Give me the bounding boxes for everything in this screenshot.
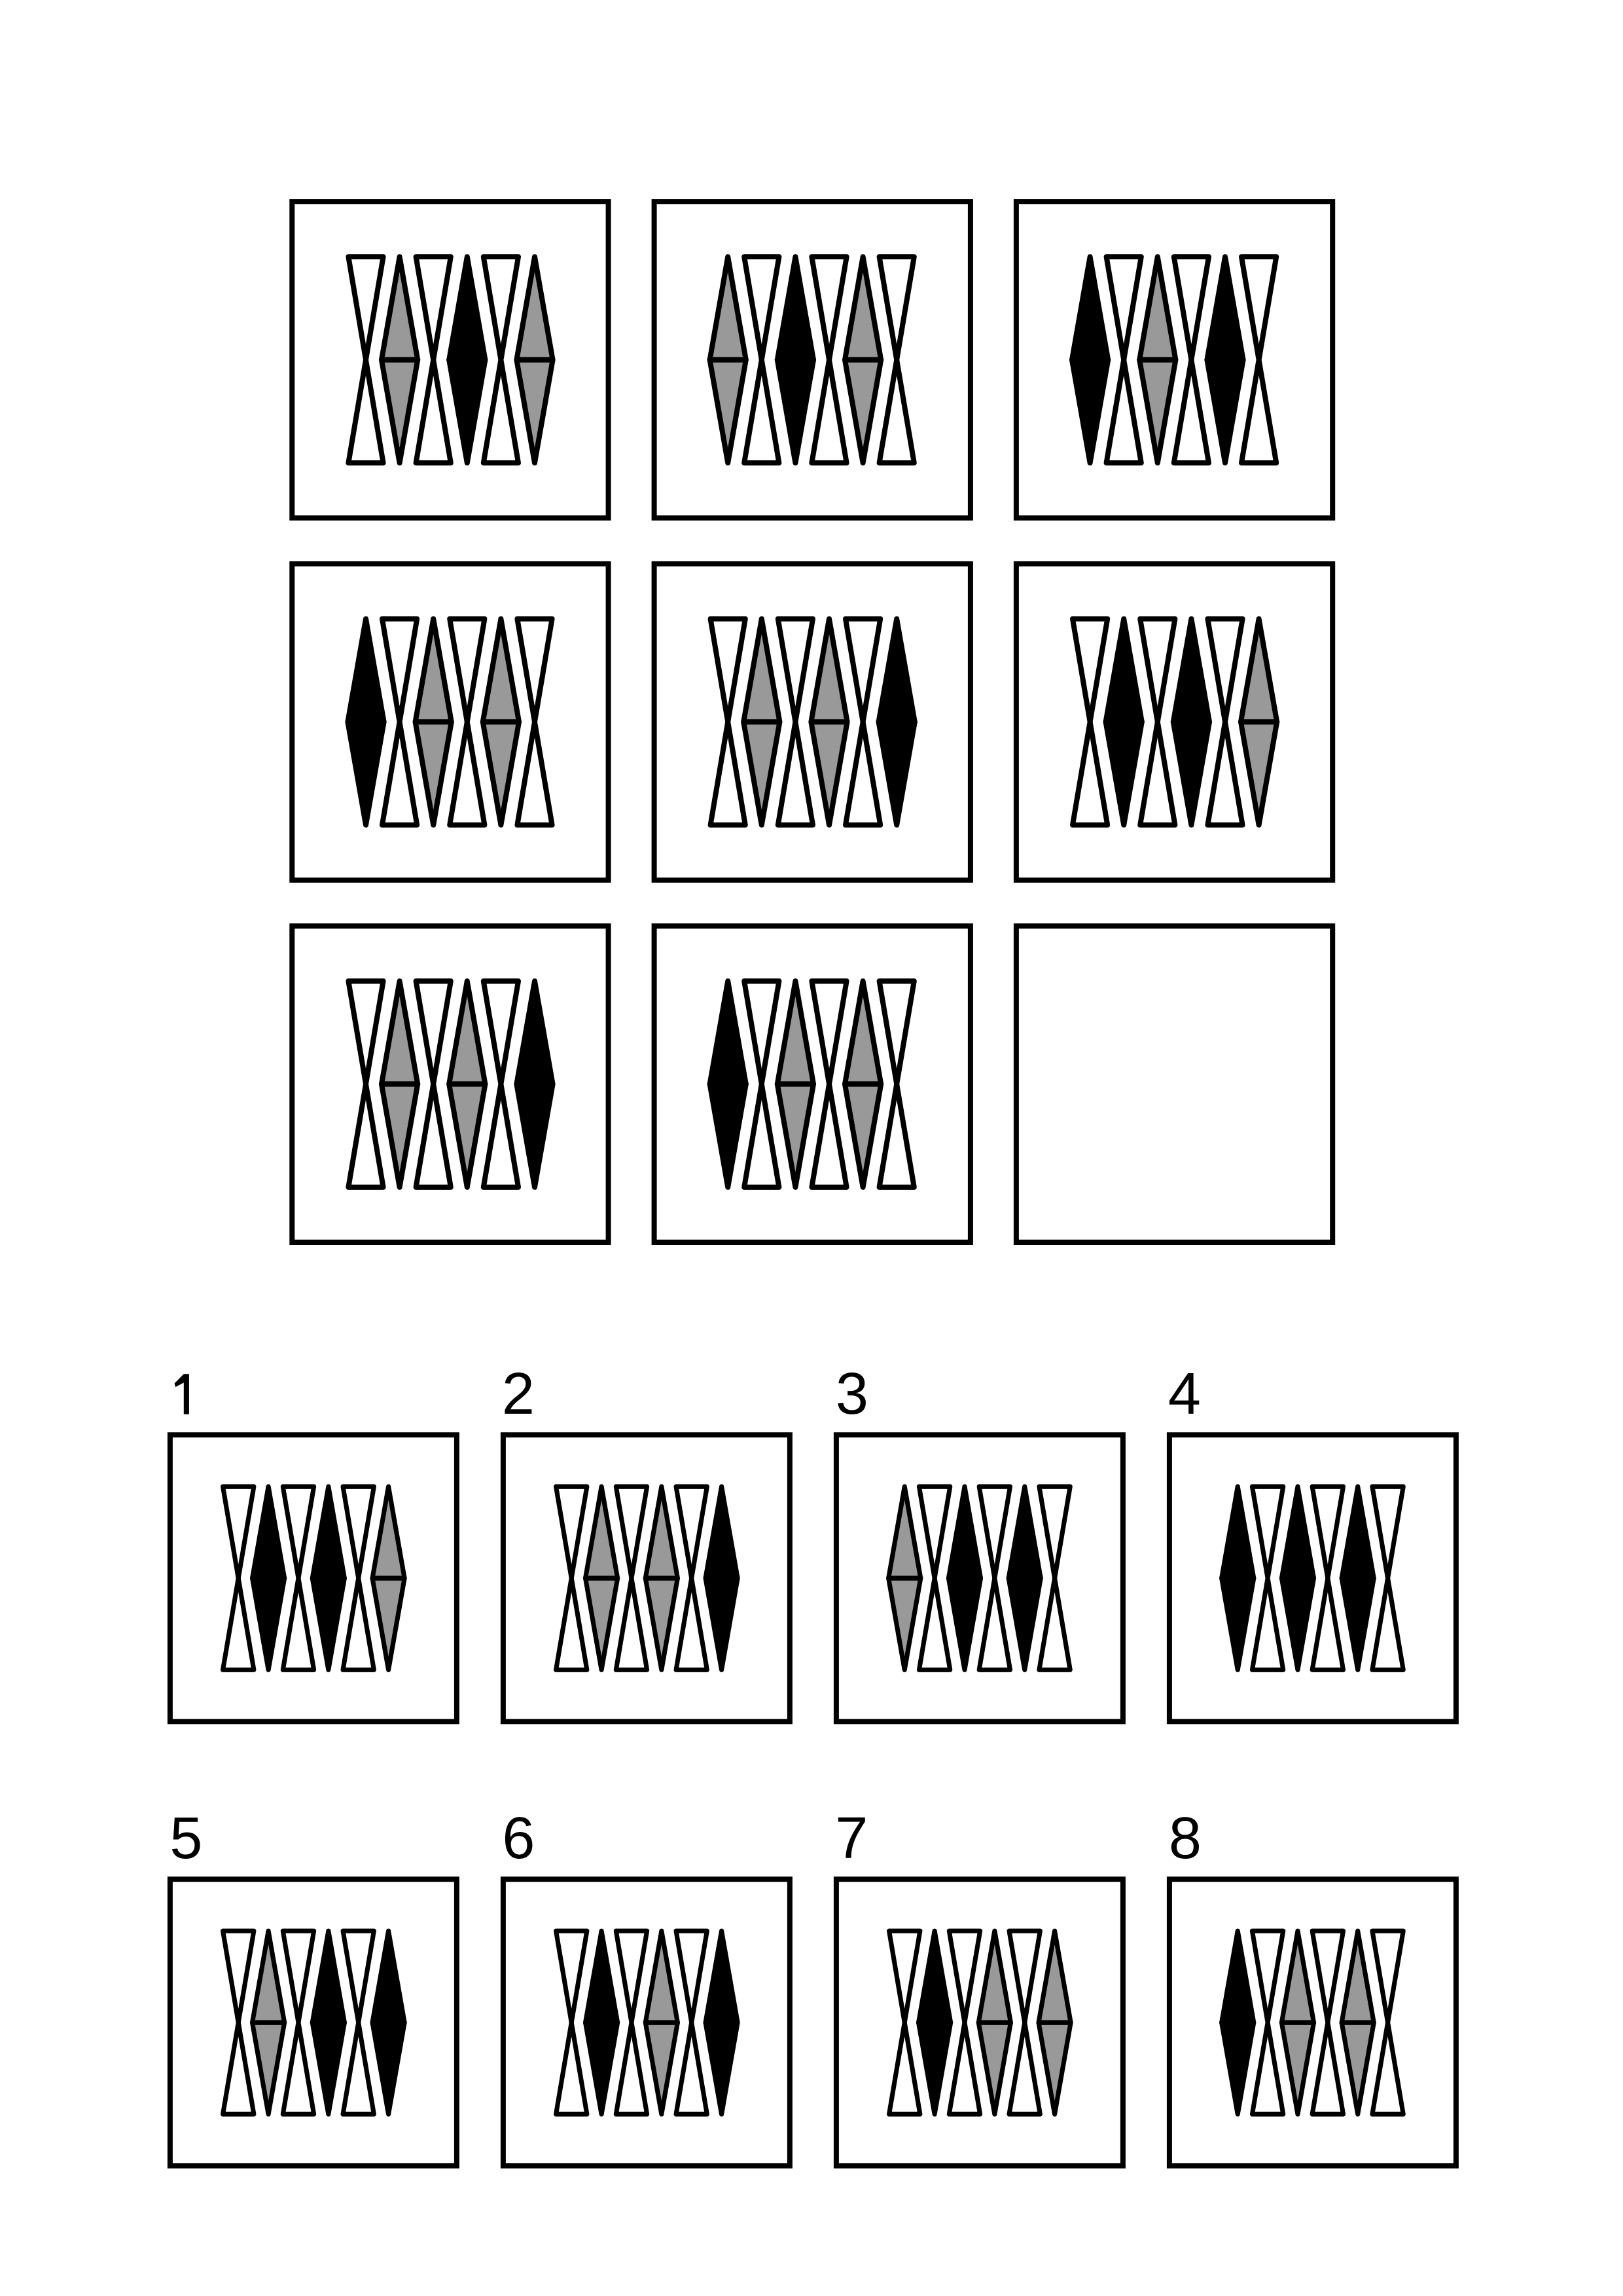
svg-text:2: 2: [502, 1361, 535, 1427]
svg-text:8: 8: [1169, 1806, 1202, 1871]
svg-text:3: 3: [836, 1361, 868, 1427]
svg-text:6: 6: [502, 1806, 535, 1871]
svg-text:4: 4: [1168, 1361, 1201, 1427]
svg-text:7: 7: [835, 1806, 868, 1871]
svg-text:5: 5: [169, 1806, 202, 1871]
